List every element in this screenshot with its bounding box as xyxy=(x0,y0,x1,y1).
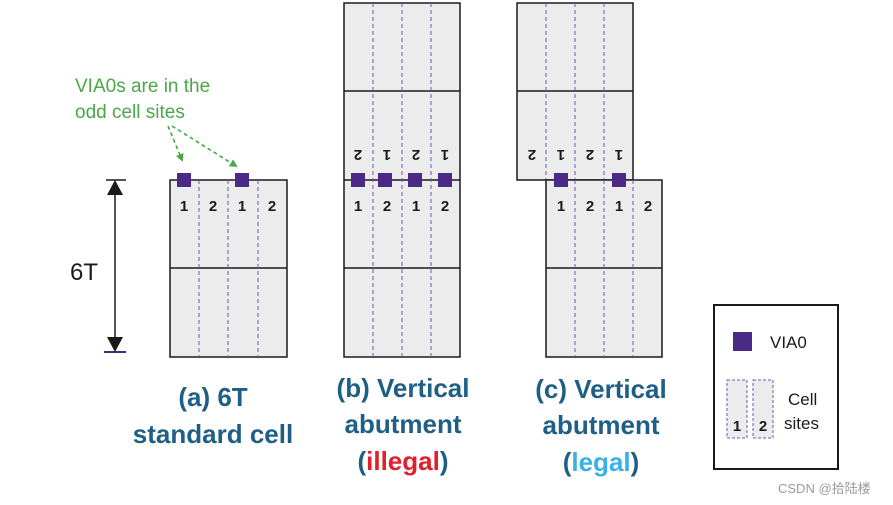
legend-via0-label: VIA0 xyxy=(770,333,807,352)
site-label-flipped: 2 xyxy=(528,146,536,163)
via0-annotation: VIA0s are in the odd cell sites xyxy=(75,76,238,168)
site-label: 1 xyxy=(412,198,420,215)
status-illegal: illegal xyxy=(366,446,440,476)
cell-site-swatch xyxy=(726,379,748,439)
annotation-arrow-left xyxy=(167,125,184,162)
site-label: 2 xyxy=(209,198,217,215)
site-label-flipped: 1 xyxy=(383,146,391,163)
caption-c-line-3: (legal) xyxy=(563,447,640,477)
caption-b: (b) Vertical abutment (illegal) xyxy=(337,373,470,476)
caption-b-line-2: abutment xyxy=(345,409,462,439)
legend-site-2: 2 xyxy=(759,418,767,435)
via0-square-icon xyxy=(733,332,752,351)
annotation-line-1: VIA0s are in the xyxy=(75,76,210,97)
site-label: 1 xyxy=(615,198,623,215)
caption-c: (c) Vertical abutment (legal) xyxy=(535,374,667,477)
via0-square-icon xyxy=(438,173,452,187)
dimension-label: 6T xyxy=(70,259,98,286)
double-arrow-icon xyxy=(107,180,123,195)
site-label: 2 xyxy=(644,198,652,215)
caption-c-line-2: abutment xyxy=(543,410,660,440)
site-label: 2 xyxy=(383,198,391,215)
status-legal: legal xyxy=(571,447,630,477)
site-label-flipped: 2 xyxy=(412,146,420,163)
caption-c-line-1: (c) Vertical xyxy=(535,374,667,404)
caption-b-line-3: (illegal) xyxy=(357,446,448,476)
via0-square-icon xyxy=(408,173,422,187)
watermark: CSDN @拾陆楼 xyxy=(778,481,871,496)
site-label-flipped: 2 xyxy=(586,146,594,163)
legend-sites-label: sites xyxy=(784,414,819,433)
via0-square-icon xyxy=(612,173,626,187)
via0-square-icon xyxy=(351,173,365,187)
via0-square-icon xyxy=(235,173,249,187)
annotation-arrow-right xyxy=(171,125,238,168)
site-label: 1 xyxy=(238,198,246,215)
via0-square-icon xyxy=(554,173,568,187)
cell-site-swatch xyxy=(752,379,774,439)
panel-a-standard-cell: 1 2 1 2 xyxy=(169,173,288,358)
legend-cell-label: Cell xyxy=(788,390,817,409)
panel-c-legal-abutment: 2 1 2 1 1 2 1 2 xyxy=(516,2,663,358)
panel-b-illegal-abutment: 2 1 2 1 1 2 1 2 xyxy=(343,2,461,358)
annotation-line-2: odd cell sites xyxy=(75,102,185,123)
site-label: 1 xyxy=(557,198,565,215)
caption-a: (a) 6T standard cell xyxy=(133,382,293,449)
site-label: 1 xyxy=(354,198,362,215)
legend-site-1: 1 xyxy=(733,418,741,435)
dimension-6t: 6T xyxy=(70,179,126,353)
site-label-flipped: 1 xyxy=(557,146,565,163)
site-label-flipped: 1 xyxy=(441,146,449,163)
site-label: 2 xyxy=(441,198,449,215)
site-label-flipped: 2 xyxy=(354,146,362,163)
site-label-flipped: 1 xyxy=(615,146,623,163)
caption-b-line-1: (b) Vertical xyxy=(337,373,470,403)
site-label: 2 xyxy=(586,198,594,215)
site-label: 1 xyxy=(180,198,188,215)
site-label: 2 xyxy=(268,198,276,215)
caption-a-line-2: standard cell xyxy=(133,419,293,449)
via0-square-icon xyxy=(177,173,191,187)
legend: VIA0 1 2 Cell sites xyxy=(713,304,839,470)
via0-square-icon xyxy=(378,173,392,187)
caption-a-line-1: (a) 6T xyxy=(178,382,247,412)
